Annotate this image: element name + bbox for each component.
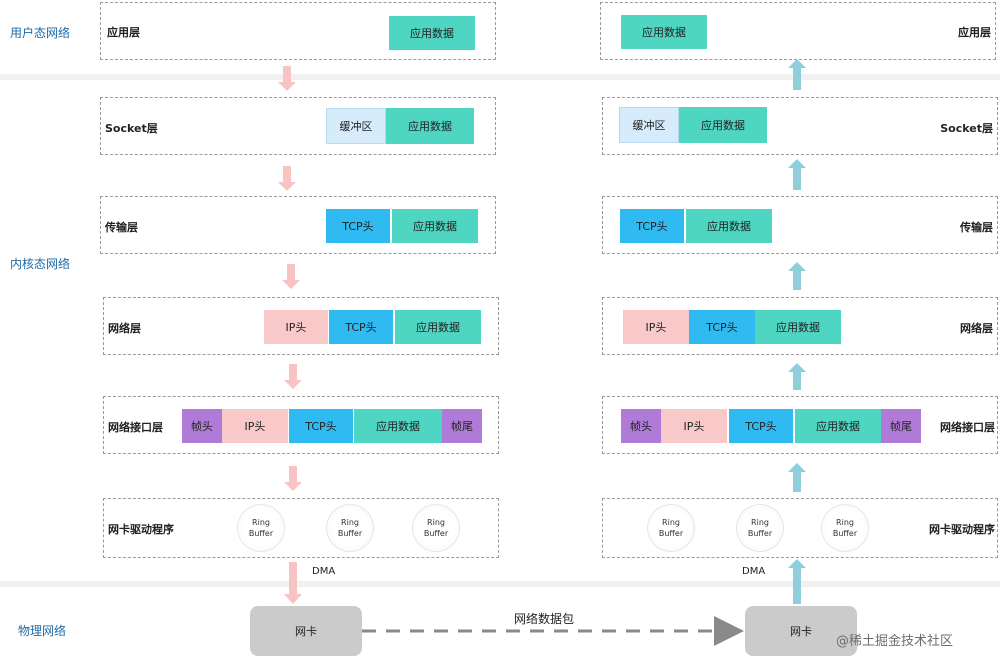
down-arrow-4 <box>284 364 302 389</box>
send-transport-layer-label: 传输层 <box>105 221 138 234</box>
recv-transport-layer: TCP头 应用数据 传输层 <box>602 196 998 254</box>
recv-link-app-data: 应用数据 <box>795 409 881 443</box>
send-buffer-block: 缓冲区 <box>326 108 386 144</box>
recv-app-layer: 应用数据 应用层 <box>600 2 996 60</box>
send-link-layer-label: 网络接口层 <box>108 421 163 434</box>
send-transport-layer: 传输层 TCP头 应用数据 <box>100 196 496 254</box>
send-app-data-block: 应用数据 <box>389 16 475 50</box>
up-arrow-1 <box>788 59 806 90</box>
send-network-layer-label: 网络层 <box>108 322 141 335</box>
up-arrow-4 <box>788 363 806 390</box>
recv-network-tcp-header: TCP头 <box>689 310 755 344</box>
down-arrow-2 <box>278 166 296 191</box>
up-arrow-6 <box>788 559 806 604</box>
recv-socket-layer: 缓冲区 应用数据 Socket层 <box>602 97 998 155</box>
recv-link-layer-label: 网络接口层 <box>940 421 995 434</box>
recv-transport-layer-label: 传输层 <box>960 221 993 234</box>
recv-link-ip-header: IP头 <box>661 409 727 443</box>
send-link-layer: 网络接口层 帧头 IP头 TCP头 应用数据 帧尾 <box>103 396 499 454</box>
recv-frame-header: 帧头 <box>621 409 661 443</box>
send-network-app-data: 应用数据 <box>395 310 481 344</box>
send-arrows <box>278 66 302 604</box>
region-label-user: 用户态网络 <box>10 26 71 40</box>
recv-transport-app-data: 应用数据 <box>686 209 772 243</box>
recv-nic: 网卡 <box>745 606 857 656</box>
send-network-layer: 网络层 IP头 TCP头 应用数据 <box>103 297 499 355</box>
send-app-layer-label: 应用层 <box>107 26 140 39</box>
recv-dma-label: DMA <box>742 566 766 577</box>
send-link-ip-header: IP头 <box>222 409 288 443</box>
send-dma-label: DMA <box>312 566 336 577</box>
region-label-kernel: 内核态网络 <box>10 257 71 271</box>
kernel-physical-divider <box>0 581 1000 587</box>
recv-network-layer-label: 网络层 <box>960 322 993 335</box>
receive-arrows <box>788 59 806 604</box>
recv-socket-layer-label: Socket层 <box>940 122 993 135</box>
recv-frame-trailer: 帧尾 <box>881 409 921 443</box>
send-transport-tcp-header: TCP头 <box>326 209 390 243</box>
up-arrow-3 <box>788 262 806 290</box>
down-arrow-3 <box>282 264 300 289</box>
up-arrow-5 <box>788 463 806 492</box>
send-socket-layer: Socket层 缓冲区 应用数据 <box>100 97 496 155</box>
packet-label: 网络数据包 <box>514 612 575 626</box>
recv-driver-layer-label: 网卡驱动程序 <box>929 523 995 536</box>
down-arrow-5 <box>284 466 302 491</box>
send-network-tcp-header: TCP头 <box>329 310 393 344</box>
recv-link-layer: 帧头 IP头 TCP头 应用数据 帧尾 网络接口层 <box>602 396 998 454</box>
down-arrow-6 <box>284 562 302 604</box>
send-link-tcp-header: TCP头 <box>289 409 353 443</box>
send-driver-layer-label: 网卡驱动程序 <box>108 523 174 536</box>
recv-app-layer-label: 应用层 <box>958 26 991 39</box>
send-app-layer: 应用层 应用数据 <box>100 2 496 60</box>
send-socket-app-data-block: 应用数据 <box>386 108 474 144</box>
user-kernel-divider <box>0 74 1000 80</box>
send-nic: 网卡 <box>250 606 362 656</box>
region-label-physical: 物理网络 <box>18 624 67 638</box>
watermark: @稀土掘金技术社区 <box>836 634 954 649</box>
send-socket-layer-label: Socket层 <box>105 122 158 135</box>
recv-network-ip-header: IP头 <box>623 310 689 344</box>
send-network-ip-header: IP头 <box>264 310 328 344</box>
recv-network-layer: IP头 TCP头 应用数据 网络层 <box>602 297 998 355</box>
down-arrow-1 <box>278 66 296 91</box>
up-arrow-2 <box>788 159 806 190</box>
recv-socket-app-data-block: 应用数据 <box>679 107 767 143</box>
send-link-app-data: 应用数据 <box>354 409 442 443</box>
send-frame-header: 帧头 <box>182 409 222 443</box>
recv-link-tcp-header: TCP头 <box>729 409 793 443</box>
send-transport-app-data: 应用数据 <box>392 209 478 243</box>
recv-network-app-data: 应用数据 <box>755 310 841 344</box>
send-frame-trailer: 帧尾 <box>442 409 482 443</box>
recv-app-data-block: 应用数据 <box>621 15 707 49</box>
recv-buffer-block: 缓冲区 <box>619 107 679 143</box>
recv-transport-tcp-header: TCP头 <box>620 209 684 243</box>
